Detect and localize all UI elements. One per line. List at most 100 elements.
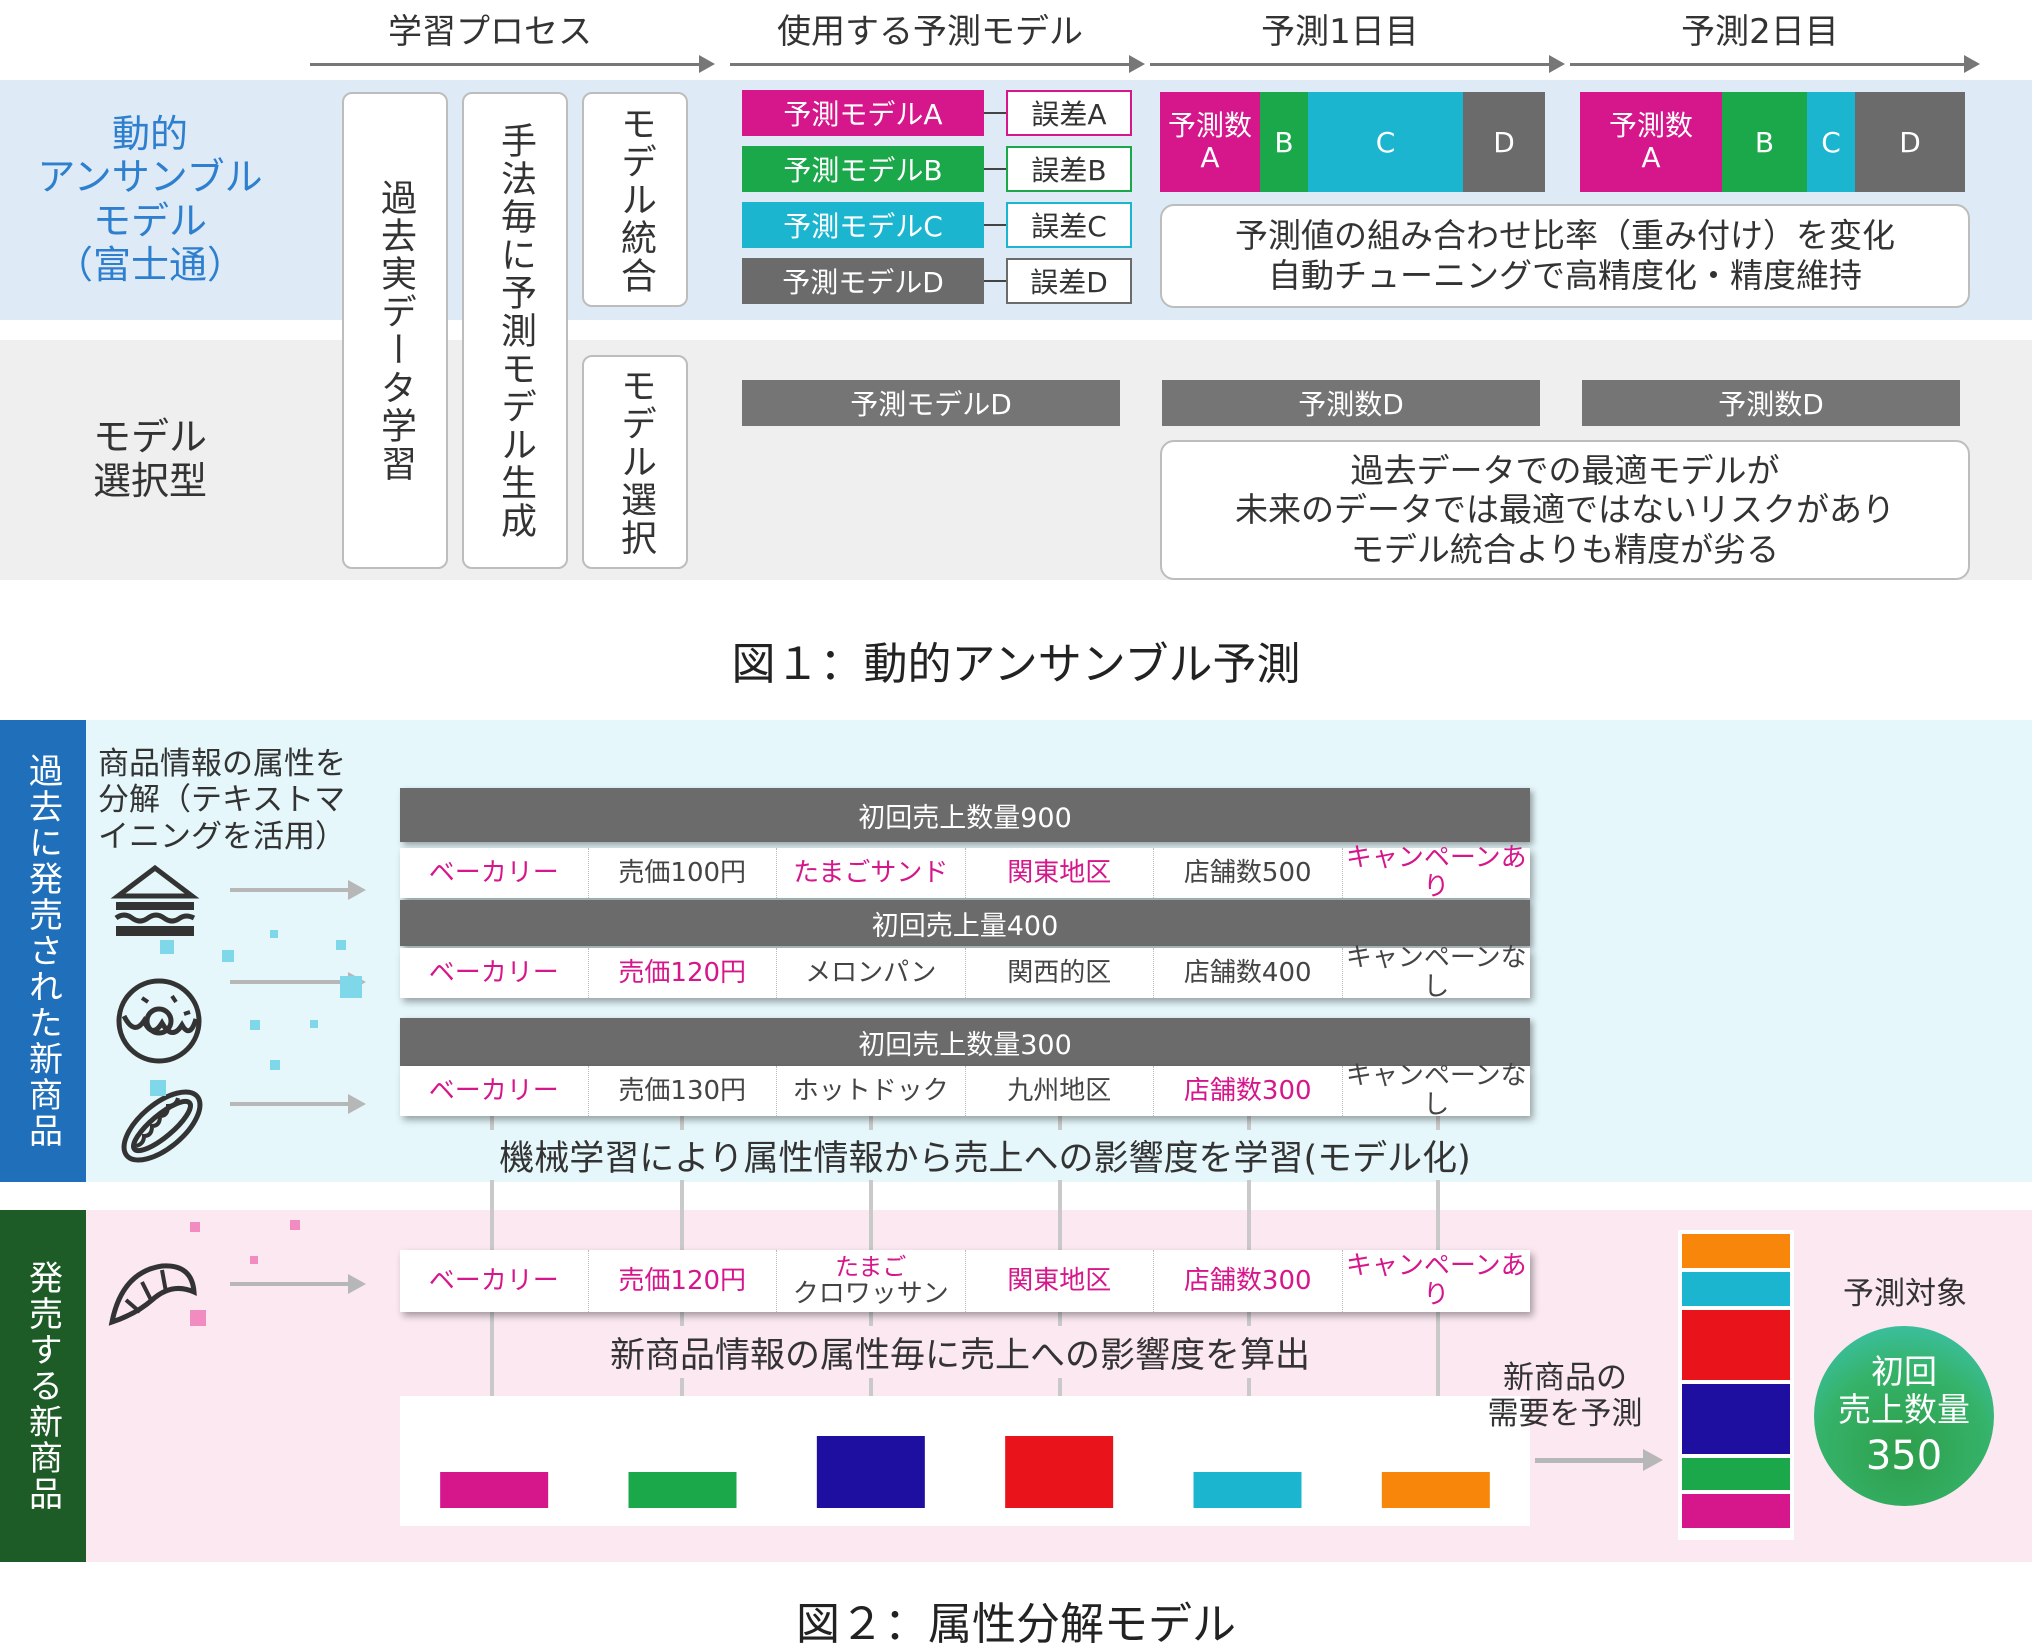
caption-figure-1: 図１：動的アンサンブル予測 <box>731 639 1301 690</box>
caption-figure-2: 図２：属性分解モデル <box>796 1599 1236 1650</box>
header-learning-process: 学習プロセス <box>388 12 592 52</box>
flow-arrow-head <box>348 1274 366 1294</box>
flow-arrow <box>230 888 350 892</box>
flow-arrow-head <box>348 880 366 900</box>
error-a-box: 誤差A <box>1006 90 1132 136</box>
prediction-stack <box>1678 1230 1794 1540</box>
day2-weights-bar: 予測数 A B C D <box>1580 92 1965 192</box>
influence-bars <box>440 1436 1490 1508</box>
stack-segment <box>1682 1234 1790 1268</box>
model-a-box: 予測モデルA <box>742 90 984 136</box>
product-1-header: 初回売上数量900 <box>400 788 1530 842</box>
new-product-row: ベーカリー 売価120円 たまご クロワッサン 関東地区 店舗数300 キャンペ… <box>400 1250 1530 1312</box>
attr-cell: 店舗数300 <box>1154 1250 1343 1312</box>
past-learning-text: 過去実データ学習 <box>375 178 416 483</box>
connector <box>984 224 1006 226</box>
header-day2: 予測2日目 <box>1681 12 1839 52</box>
arrow-line <box>310 63 700 66</box>
attr-cell: ベーカリー <box>400 948 589 998</box>
sidebar-new-text: 発売する新商品 <box>22 1260 63 1512</box>
flow-arrow <box>230 980 350 984</box>
day1-seg-c: C <box>1308 92 1463 192</box>
attr-cell-compound: たまご クロワッサン <box>777 1250 966 1312</box>
particle <box>160 940 174 954</box>
attr-line <box>490 1080 494 1400</box>
arrow-head <box>1549 55 1565 73</box>
flow-arrow <box>230 1102 350 1106</box>
attr-cell: ホットドック <box>777 1066 966 1116</box>
product-1-row: ベーカリー 売価100円 たまごサンド 関東地区 店舗数500 キャンペーンあり <box>400 843 1530 902</box>
card-model-selection: モデル選択 <box>582 355 688 569</box>
attr-cell: キャンペーンなし <box>1345 943 1527 1002</box>
error-c-box: 誤差C <box>1006 202 1132 248</box>
arrow-line <box>1150 63 1550 66</box>
particle <box>290 1220 300 1230</box>
stack-segment <box>1682 1458 1790 1490</box>
attr-cell: 店舗数400 <box>1154 948 1343 998</box>
day1-seg-b: B <box>1260 92 1308 192</box>
attr-cell: 店舗数300 <box>1154 1066 1343 1116</box>
model-integration-text: モデル統合 <box>615 104 656 295</box>
attr-cell: メロンパン <box>777 948 966 998</box>
influence-bar <box>1005 1436 1114 1508</box>
attr-cell: 九州地区 <box>966 1066 1154 1116</box>
particle <box>222 950 234 962</box>
model-d-box: 予測モデルD <box>742 258 984 304</box>
product-3-row: ベーカリー 売価130円 ホットドック 九州地区 店舗数300 キャンペーンなし <box>400 1061 1530 1120</box>
particle <box>310 1020 318 1028</box>
target-label: 予測対象 <box>1843 1275 1967 1312</box>
sidebar-past-products: 過去に発売された新商品 <box>0 720 86 1182</box>
arrow-line <box>730 63 1130 66</box>
day1-selected-bar: 予測数D <box>1162 380 1540 426</box>
attr-cell: キャンペーンなし <box>1345 1061 1527 1120</box>
error-b-box: 誤差B <box>1006 146 1132 192</box>
data-particles-new <box>190 1220 390 1350</box>
day2-seg-d: D <box>1855 92 1965 192</box>
arrow-line <box>1570 63 1965 66</box>
arrow-head <box>699 55 715 73</box>
ml-note: 機械学習により属性情報から売上への影響度を学習(モデル化) <box>460 1130 1510 1180</box>
result-circle: 初回 売上数量 350 <box>1814 1326 1994 1506</box>
decompose-note: 商品情報の属性を 分解（テキストマ イニングを活用） <box>98 746 346 855</box>
data-particles <box>150 880 390 1120</box>
croissant-icon <box>108 1263 197 1326</box>
hotdog-icon <box>121 1089 203 1163</box>
particle <box>190 1222 200 1232</box>
attr-cell: 売価100円 <box>589 848 777 898</box>
card-past-learning: 過去実データ学習 <box>342 92 448 569</box>
influence-bar <box>628 1472 737 1508</box>
attr-line <box>1436 1080 1440 1400</box>
attr-cell: 売価120円 <box>589 1250 777 1312</box>
connector <box>984 168 1006 170</box>
flow-arrow <box>230 1282 350 1286</box>
connector <box>984 112 1006 114</box>
product-3-header: 初回売上数量300 <box>400 1018 1530 1066</box>
particle <box>270 1060 280 1070</box>
particle <box>150 1080 166 1096</box>
demand-arrow <box>1535 1458 1645 1463</box>
influence-bar <box>1381 1472 1490 1508</box>
attr-cell: ベーカリー <box>400 1066 589 1116</box>
day1-seg-a: 予測数 A <box>1160 92 1260 192</box>
particle <box>336 940 346 950</box>
attr-line <box>1247 1080 1251 1400</box>
donut-icon <box>116 978 202 1064</box>
day1-seg-d: D <box>1463 92 1545 192</box>
selected-model-bar: 予測モデルD <box>742 380 1120 426</box>
attr-cell: 関東地区 <box>966 848 1154 898</box>
header-model-used: 使用する予測モデル <box>777 12 1083 52</box>
calc-note: 新商品情報の属性毎に売上への影響度を算出 <box>570 1326 1350 1378</box>
attr-cell: キャンペーンあり <box>1345 1251 1527 1310</box>
day2-seg-a: 予測数 A <box>1580 92 1722 192</box>
attr-cell: 関西的区 <box>966 948 1154 998</box>
attr-cell: たまごサンド <box>777 848 966 898</box>
influence-bar <box>816 1436 925 1508</box>
arrow-head <box>1129 55 1145 73</box>
attr-cell: キャンペーンあり <box>1345 843 1527 902</box>
influence-bar <box>440 1472 549 1508</box>
attr-cell: 売価120円 <box>589 948 777 998</box>
stack-segment <box>1682 1494 1790 1528</box>
attr-main-text: クロワッサン <box>792 1278 949 1309</box>
header-day1: 予測1日目 <box>1261 12 1419 52</box>
attr-accent-text: たまご <box>835 1252 907 1281</box>
